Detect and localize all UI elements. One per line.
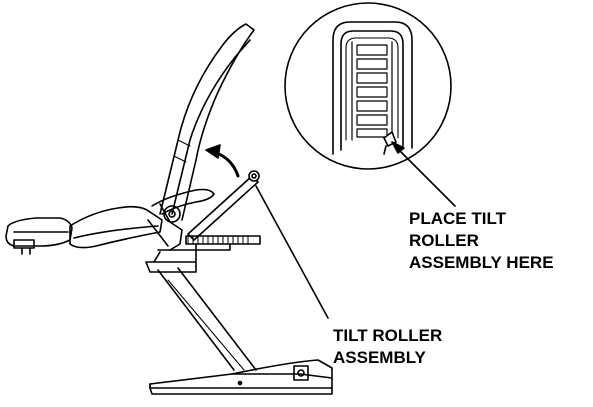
exam-chair bbox=[5, 23, 333, 395]
tilt-roller-assembly bbox=[187, 170, 260, 241]
tilt-roller-line-2: ASSEMBLY bbox=[333, 348, 426, 367]
gear-rack bbox=[185, 235, 261, 251]
place-here-arrowhead bbox=[391, 141, 405, 154]
tilt-roller-line-1: TILT ROLLER bbox=[333, 326, 443, 345]
tilt-roller-leader bbox=[255, 185, 329, 319]
roller-slots bbox=[351, 41, 393, 141]
place-here-line-1: PLACE TILT bbox=[409, 209, 506, 228]
foot-switch bbox=[293, 365, 309, 381]
place-here-leader bbox=[395, 146, 456, 207]
tilt-roller-callout: TILT ROLLER ASSEMBLY bbox=[333, 325, 442, 369]
place-here-line-3: ASSEMBLY HERE bbox=[409, 253, 554, 272]
place-here-callout: PLACE TILT ROLLER ASSEMBLY HERE bbox=[409, 208, 554, 274]
detail-magnifier bbox=[284, 2, 452, 170]
place-here-line-2: ROLLER bbox=[409, 231, 479, 250]
tilt-direction-arrow bbox=[205, 144, 240, 178]
